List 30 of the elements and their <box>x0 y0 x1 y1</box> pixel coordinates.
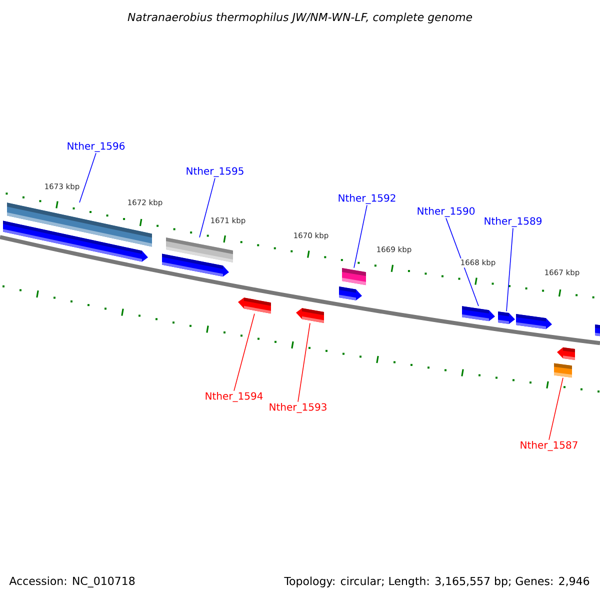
genome-info-text: Topology: circular; Length: 3,165,557 bp; Genes: 2,946 <box>284 576 590 588</box>
gene-label: Nther_1590 <box>418 207 475 217</box>
gene-box <box>342 268 366 286</box>
leader-line <box>79 152 96 203</box>
gene-label: Nther_1592 <box>338 194 396 204</box>
leader-line <box>298 322 310 402</box>
gene-block <box>595 324 600 336</box>
leader-line <box>354 204 368 268</box>
gene-block <box>162 254 229 277</box>
gene-label: Nther_1587 <box>520 441 578 451</box>
leader-line <box>234 313 255 392</box>
gene-block <box>3 220 148 262</box>
gene-label: Nther_1589 <box>484 217 542 227</box>
gene-box <box>554 363 572 378</box>
gene-block <box>339 286 362 300</box>
gene-block <box>462 306 495 322</box>
leader-line <box>446 218 479 306</box>
accession-text: Accession: NC_010718 <box>9 576 135 588</box>
gene-block <box>498 311 515 324</box>
gene-block <box>238 298 271 314</box>
leader-line <box>199 178 216 238</box>
leader-line <box>506 228 514 312</box>
gene-block <box>296 308 324 323</box>
gene-block <box>557 347 575 360</box>
gene-label: Nther_1595 <box>186 167 244 177</box>
gene-label: Nther_1596 <box>68 142 125 152</box>
title: Natranaerobius thermophilus JW/NM-WN-LF, complete genome <box>128 12 472 24</box>
gene-label: Nther_1594 <box>206 392 263 402</box>
gene-label: Nther_1593 <box>270 403 326 413</box>
leader-line <box>548 377 564 440</box>
